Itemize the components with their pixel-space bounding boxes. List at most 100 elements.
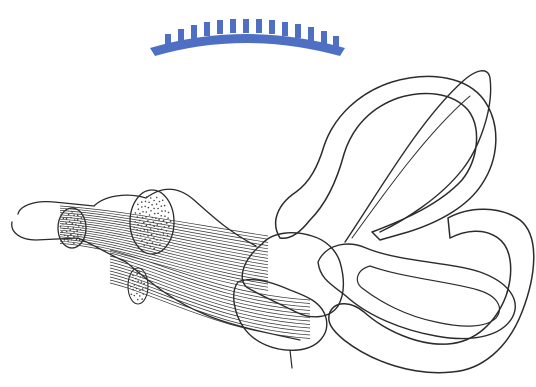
texture-dot [132, 275, 134, 277]
texture-dot [77, 234, 79, 236]
texture-dot [135, 278, 137, 280]
texture-dot [73, 236, 75, 238]
texture-dot [164, 205, 166, 207]
texture-dot [131, 294, 133, 296]
texture-dot [149, 239, 151, 241]
texture-dot [152, 242, 154, 244]
texture-dot [148, 202, 150, 204]
texture-dot [136, 273, 138, 275]
texture-dot [64, 239, 66, 241]
texture-dot [142, 276, 144, 278]
texture-dot [164, 215, 166, 217]
texture-dot [170, 220, 172, 222]
texture-dot [63, 228, 65, 230]
watermark-emblem [150, 19, 345, 56]
texture-dot [136, 229, 138, 231]
texture-dot [134, 295, 136, 297]
texture-dot [153, 221, 155, 223]
texture-dot [142, 211, 144, 213]
uncolored-loop [345, 71, 491, 242]
texture-dot [147, 220, 149, 222]
texture-dot [155, 218, 157, 220]
texture-dot [153, 231, 155, 233]
green-region [234, 280, 327, 368]
texture-dot [72, 223, 74, 225]
texture-dot [68, 214, 70, 216]
texture-dot [134, 284, 136, 286]
texture-dot [75, 224, 77, 226]
texture-dot [145, 216, 147, 218]
texture-dot [140, 235, 142, 237]
texture-dot [167, 217, 169, 219]
texture-dot [74, 219, 76, 221]
texture-dot [146, 243, 148, 245]
texture-dot [153, 237, 155, 239]
texture-dot [160, 239, 162, 241]
texture-dot [157, 213, 159, 215]
texture-dot [132, 289, 134, 291]
texture-dot [159, 234, 161, 236]
texture-dot [151, 204, 153, 206]
texture-dot [62, 223, 64, 225]
texture-dot [144, 238, 146, 240]
texture-dot [150, 210, 152, 212]
texture-dot [136, 288, 138, 290]
texture-dot [145, 201, 147, 203]
texture-dot [159, 244, 161, 246]
texture-dot [158, 219, 160, 221]
red-loop [276, 76, 496, 240]
texture-dot [157, 224, 159, 226]
texture-dot [139, 213, 141, 215]
texture-dot [160, 223, 162, 225]
texture-dot [138, 208, 140, 210]
texture-dot [140, 276, 142, 278]
texture-dot [135, 212, 137, 214]
texture-dot [139, 290, 141, 292]
texture-dot [143, 283, 145, 285]
texture-dot [67, 226, 69, 228]
texture-dot [157, 229, 159, 231]
texture-dot [156, 203, 158, 205]
texture-dot [157, 208, 159, 210]
texture-dot [160, 215, 162, 217]
texture-dot [71, 239, 73, 241]
texture-dot [161, 205, 163, 207]
texture-dot [143, 234, 145, 236]
texture-dot [140, 230, 142, 232]
texture-dot [163, 233, 165, 235]
texture-dot [70, 234, 72, 236]
texture-dot [73, 242, 75, 244]
texture-dot [146, 225, 148, 227]
texture-dot [162, 200, 164, 202]
texture-dot [137, 235, 139, 237]
texture-dot [137, 204, 139, 206]
texture-dot [144, 206, 146, 208]
texture-dot [66, 230, 68, 232]
texture-dot [80, 229, 82, 231]
texture-dot [141, 206, 143, 208]
texture-dot [168, 226, 170, 228]
texture-dot [166, 222, 168, 224]
texture-dot [67, 236, 69, 238]
texture-dot [73, 231, 75, 233]
texture-dot [159, 201, 161, 203]
texture-dot [144, 229, 146, 231]
texture-dot [139, 271, 141, 273]
texture-dot [153, 248, 155, 250]
texture-dot [69, 221, 71, 223]
texture-dot [67, 240, 69, 242]
texture-dot [148, 207, 150, 209]
texture-dot [161, 210, 163, 212]
texture-dot [146, 196, 148, 198]
texture-dot [156, 234, 158, 236]
texture-dot [70, 217, 72, 219]
texture-dot [164, 226, 166, 228]
texture-dot [133, 227, 135, 229]
texture-dot [145, 287, 147, 289]
texture-dot [76, 230, 78, 232]
texture-dot [152, 217, 154, 219]
nerve-bundle [12, 189, 310, 340]
texture-dot [154, 213, 156, 215]
